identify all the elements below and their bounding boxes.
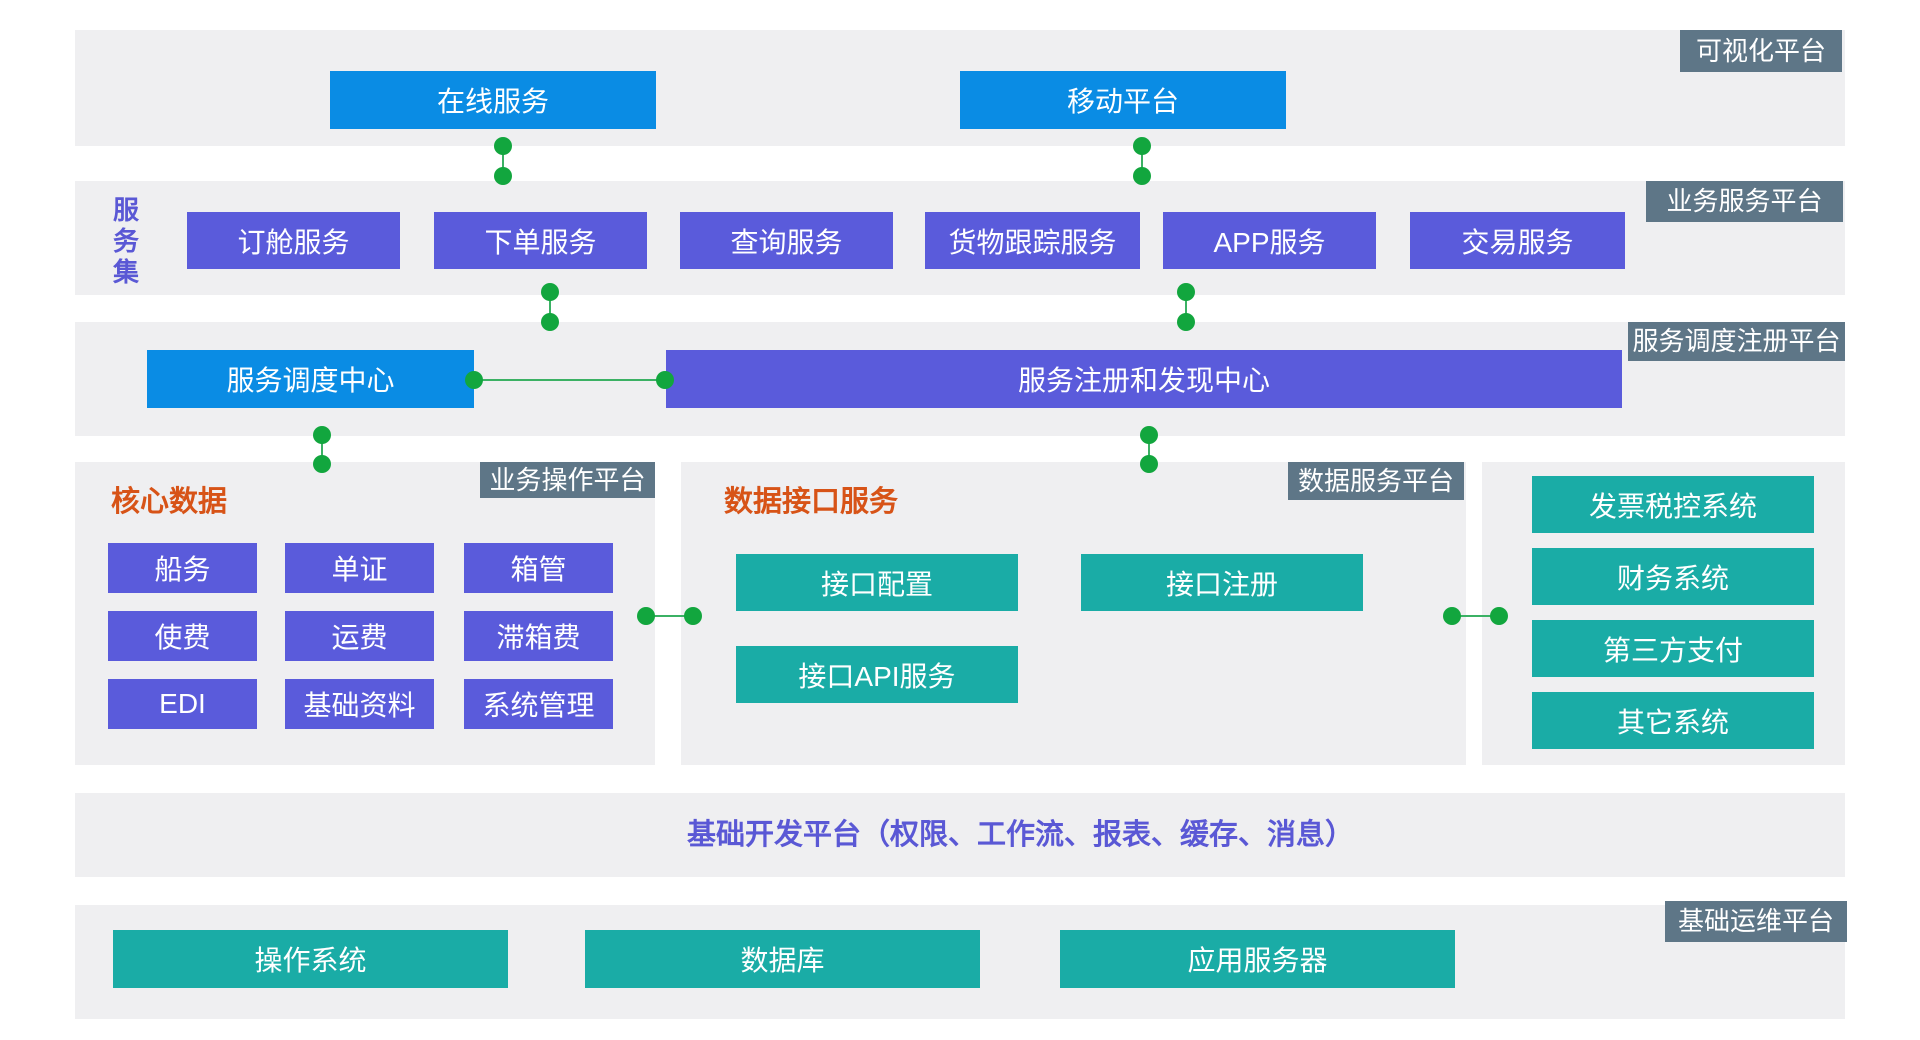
connector-online-service-down-line xyxy=(502,146,504,176)
connector-app-service-down-line xyxy=(1185,292,1187,322)
connector-order-service-down-line xyxy=(549,292,551,322)
node-app-service: APP服务 xyxy=(1163,212,1376,269)
node-order-service: 下单服务 xyxy=(434,212,647,269)
node-interface-api-service: 接口API服务 xyxy=(736,646,1018,703)
connector-registry-dot-bottom xyxy=(1140,455,1158,473)
node-booking-service: 订舱服务 xyxy=(187,212,400,269)
panel-business-operation: 业务操作平台 核心数据 船务 单证 箱管 使费 运费 滞箱费 EDI 基础资料 … xyxy=(75,462,655,765)
connector-dispatch-down-line xyxy=(321,435,323,464)
node-operating-system: 操作系统 xyxy=(113,930,508,988)
text-dev-platform: 基础开发平台（权限、工作流、报表、缓存、消息） xyxy=(687,819,1355,851)
node-finance-system: 财务系统 xyxy=(1532,548,1814,605)
node-interface-config: 接口配置 xyxy=(736,554,1018,611)
connector-dispatch-dot-top xyxy=(313,426,331,444)
connector-mobile-platform-down-line xyxy=(1141,146,1143,176)
node-mobile-platform: 移动平台 xyxy=(960,71,1286,129)
side-label-service-set: 服务集 xyxy=(112,195,139,287)
connector-operation-data-dot-right xyxy=(684,607,702,625)
node-service-registry-center: 服务注册和发现中心 xyxy=(666,350,1622,408)
band-tag-visualization: 可视化平台 xyxy=(1680,30,1842,72)
node-freight: 运费 xyxy=(285,611,434,661)
connector-order-service-dot-top xyxy=(541,283,559,301)
band-tag-business-operation: 业务操作平台 xyxy=(480,462,655,498)
title-core-data: 核心数据 xyxy=(111,486,228,518)
connector-dispatch-registry-dot-right xyxy=(656,371,674,389)
connector-operation-data-line xyxy=(646,615,693,617)
connector-registry-dot-top xyxy=(1140,426,1158,444)
connector-mobile-platform-dot-bottom xyxy=(1133,167,1151,185)
node-trade-service: 交易服务 xyxy=(1410,212,1625,269)
connector-dispatch-registry-line xyxy=(474,379,665,381)
node-base-data: 基础资料 xyxy=(285,679,434,729)
connector-mobile-platform-dot-top xyxy=(1133,137,1151,155)
connector-operation-data-dot-left xyxy=(637,607,655,625)
band-tag-dispatch-registry: 服务调度注册平台 xyxy=(1628,322,1845,361)
node-app-server: 应用服务器 xyxy=(1060,930,1455,988)
band-tag-ops-platform: 基础运维平台 xyxy=(1665,901,1847,942)
band-dispatch-registry: 服务调度注册平台 服务调度中心 服务注册和发现中心 xyxy=(75,322,1845,436)
node-container-mgmt: 箱管 xyxy=(464,543,613,593)
node-online-service: 在线服务 xyxy=(330,71,656,129)
connector-dispatch-dot-bottom xyxy=(313,455,331,473)
band-ops-platform: 基础运维平台 操作系统 数据库 应用服务器 xyxy=(75,901,1847,1019)
connector-order-service-dot-bottom xyxy=(541,313,559,331)
node-system-mgmt: 系统管理 xyxy=(464,679,613,729)
node-other-systems: 其它系统 xyxy=(1532,692,1814,749)
node-third-party-payment: 第三方支付 xyxy=(1532,620,1814,677)
panel-data-service: 数据服务平台 数据接口服务 接口配置 接口注册 接口API服务 xyxy=(681,462,1466,765)
connector-data-external-dot-left xyxy=(1443,607,1461,625)
node-invoice-tax-system: 发票税控系统 xyxy=(1532,476,1814,533)
band-business-service: 业务服务平台 服务集 订舱服务 下单服务 查询服务 货物跟踪服务 APP服务 交… xyxy=(75,181,1845,295)
node-service-dispatch-center: 服务调度中心 xyxy=(147,350,474,408)
connector-online-service-dot-bottom xyxy=(494,167,512,185)
connector-data-external-dot-right xyxy=(1490,607,1508,625)
node-shipping: 船务 xyxy=(108,543,257,593)
band-tag-data-service: 数据服务平台 xyxy=(1288,462,1464,500)
node-interface-registry: 接口注册 xyxy=(1081,554,1363,611)
panel-external-systems: 发票税控系统 财务系统 第三方支付 其它系统 xyxy=(1482,462,1845,765)
connector-registry-down-line xyxy=(1148,435,1150,464)
node-query-service: 查询服务 xyxy=(680,212,893,269)
connector-online-service-dot-top xyxy=(494,137,512,155)
node-demurrage: 滞箱费 xyxy=(464,611,613,661)
node-database: 数据库 xyxy=(585,930,980,988)
connector-app-service-dot-top xyxy=(1177,283,1195,301)
node-documents: 单证 xyxy=(285,543,434,593)
band-visualization: 可视化平台 在线服务 移动平台 xyxy=(75,30,1845,146)
node-port-charges: 使费 xyxy=(108,611,257,661)
title-data-interface-service: 数据接口服务 xyxy=(724,486,899,518)
connector-dispatch-registry-dot-left xyxy=(465,371,483,389)
node-edi: EDI xyxy=(108,679,257,729)
band-tag-business-service: 业务服务平台 xyxy=(1646,181,1843,222)
band-dev-platform: 基础开发平台（权限、工作流、报表、缓存、消息） xyxy=(75,793,1845,877)
node-cargo-tracking-service: 货物跟踪服务 xyxy=(925,212,1140,269)
connector-data-external-line xyxy=(1452,615,1499,617)
connector-app-service-dot-bottom xyxy=(1177,313,1195,331)
